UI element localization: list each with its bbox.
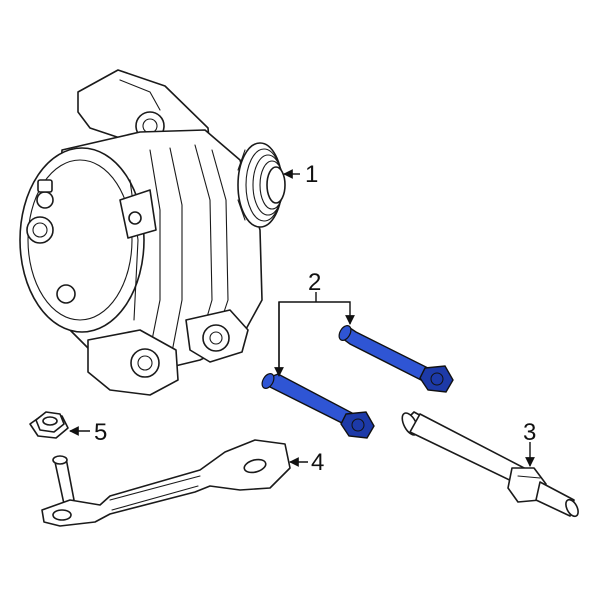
leader-lines (69, 169, 535, 467)
callout-4: 4 (311, 449, 324, 476)
stud[interactable] (399, 411, 581, 519)
callout-3: 3 (523, 419, 536, 446)
callout-5: 5 (94, 419, 107, 446)
pulley (237, 142, 286, 228)
flange-nut[interactable] (29, 411, 69, 439)
callout-1: 1 (305, 161, 318, 188)
alternator[interactable] (19, 69, 286, 396)
mounting-bolt-upper[interactable] (337, 324, 454, 393)
ground-strap[interactable] (41, 439, 291, 527)
callout-2: 2 (308, 269, 321, 296)
mounting-bolt-lower[interactable] (260, 372, 375, 439)
